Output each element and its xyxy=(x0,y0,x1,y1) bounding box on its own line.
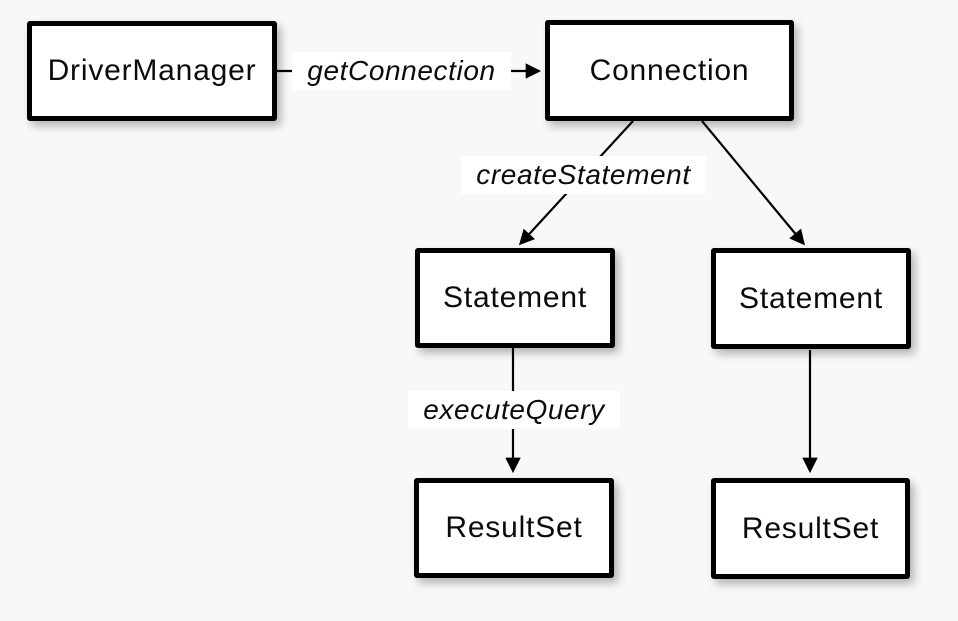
node-resultset-left: ResultSet xyxy=(414,478,614,578)
node-connection-label: Connection xyxy=(589,53,750,87)
node-statement-left-label: Statement xyxy=(443,281,587,314)
node-statement-left: Statement xyxy=(415,248,615,348)
arrow-createstatement-right xyxy=(701,120,805,246)
node-resultset-right: ResultSet xyxy=(711,478,910,579)
node-resultset-left-label: ResultSet xyxy=(445,511,583,544)
node-statement-right-label: Statement xyxy=(739,281,883,315)
node-drivermanager: DriverManager xyxy=(27,21,277,121)
node-statement-right: Statement xyxy=(711,248,911,349)
node-resultset-right-label: ResultSet xyxy=(741,511,880,545)
edge-label-getconnection: getConnection xyxy=(292,52,511,90)
edge-label-executequery: executeQuery xyxy=(408,391,620,429)
edge-label-createstatement: createStatement xyxy=(461,156,706,194)
node-connection: Connection xyxy=(545,20,794,121)
node-drivermanager-label: DriverManager xyxy=(47,54,257,87)
